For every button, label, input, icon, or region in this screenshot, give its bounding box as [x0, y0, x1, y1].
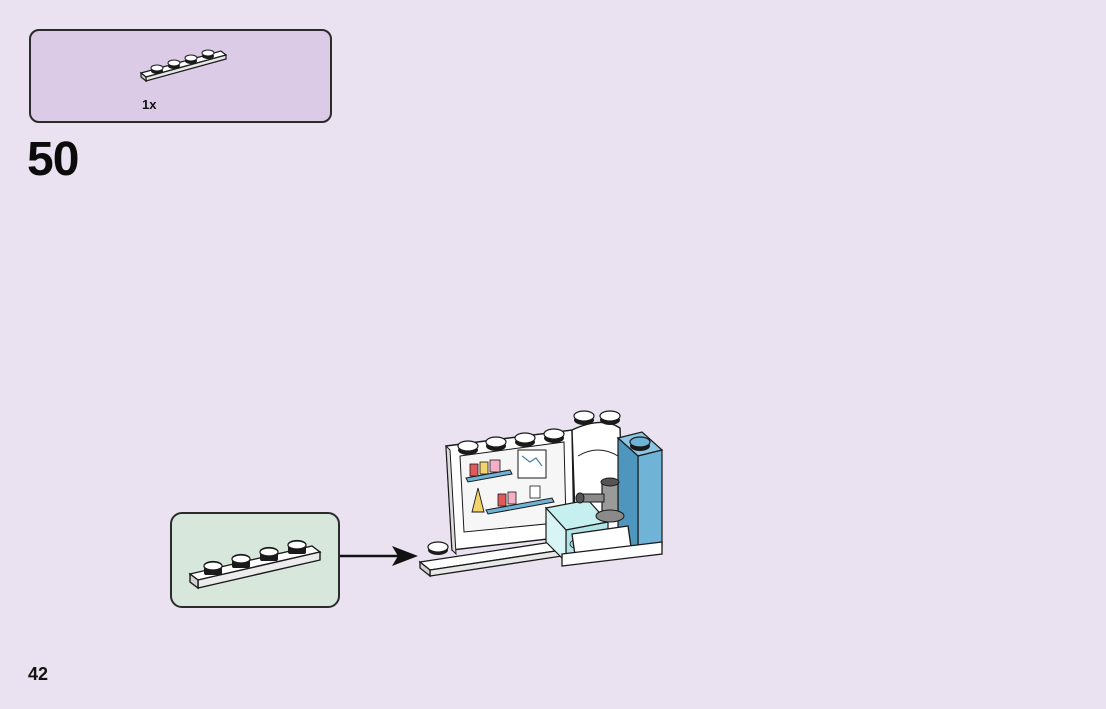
plate-1x4-icon — [139, 49, 228, 83]
parts-list-box: 1x — [29, 29, 332, 123]
plate-1x4-callout-icon — [188, 539, 322, 590]
page-number: 42 — [28, 664, 49, 684]
model-build-illustration — [418, 410, 664, 578]
callout-box — [170, 512, 340, 608]
step-number: 50 — [27, 133, 79, 186]
part-quantity: 1x — [142, 97, 157, 112]
placement-arrow-icon — [340, 546, 418, 566]
